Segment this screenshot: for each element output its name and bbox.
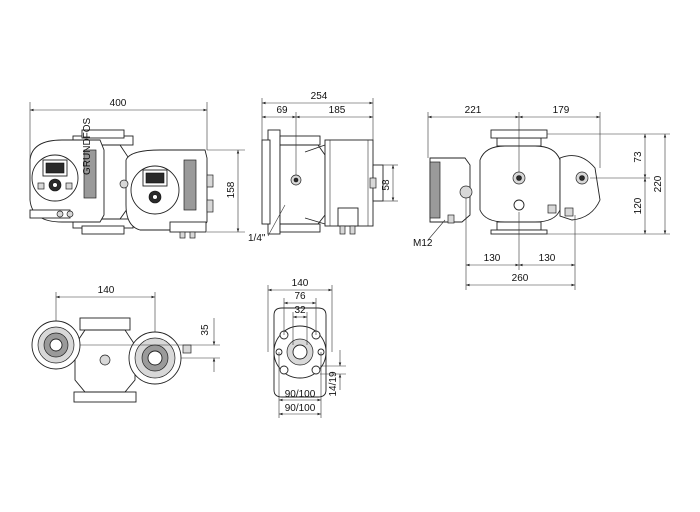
dim-158: 158 xyxy=(226,181,237,198)
dim-76: 76 xyxy=(294,291,306,302)
dim-140-flange: 140 xyxy=(292,278,309,289)
dim-179: 179 xyxy=(553,105,570,116)
dim-260: 260 xyxy=(512,273,529,284)
dim-73: 73 xyxy=(633,151,644,163)
dim-130-left: 130 xyxy=(484,253,501,264)
right-motor-head xyxy=(125,149,214,239)
dim-35: 35 xyxy=(200,324,211,336)
flange-view: 140 76 32 90/100 90/100 14/19 xyxy=(267,278,346,418)
bolt-label: M12 xyxy=(413,238,433,249)
dim-254: 254 xyxy=(311,91,328,102)
dim-140-top: 140 xyxy=(98,285,115,296)
rear-view: M12 221 179 73 120 220 130 130 260 xyxy=(413,105,670,290)
dim-185: 185 xyxy=(329,105,346,116)
dim-400: 400 xyxy=(110,98,127,109)
front-view: GRUNDFOS 400 158 xyxy=(29,98,245,239)
side-view: 254 69 185 58 1/4" xyxy=(248,91,398,244)
thread-label: 1/4" xyxy=(248,233,266,244)
dim-58: 58 xyxy=(381,179,392,191)
dim-120: 120 xyxy=(633,197,644,214)
left-motor-head: GRUNDFOS xyxy=(29,117,105,223)
dim-90-100-b: 90/100 xyxy=(285,403,316,414)
dim-69: 69 xyxy=(276,105,288,116)
dim-130-right: 130 xyxy=(539,253,556,264)
svg-text:GRUNDFOS: GRUNDFOS xyxy=(82,117,93,175)
dim-32: 32 xyxy=(294,305,306,316)
dim-14-19: 14/19 xyxy=(328,371,339,396)
dim-221: 221 xyxy=(465,105,482,116)
dim-220: 220 xyxy=(653,175,664,192)
dim-90-100-a: 90/100 xyxy=(285,389,316,400)
top-view: 140 35 xyxy=(31,285,220,403)
